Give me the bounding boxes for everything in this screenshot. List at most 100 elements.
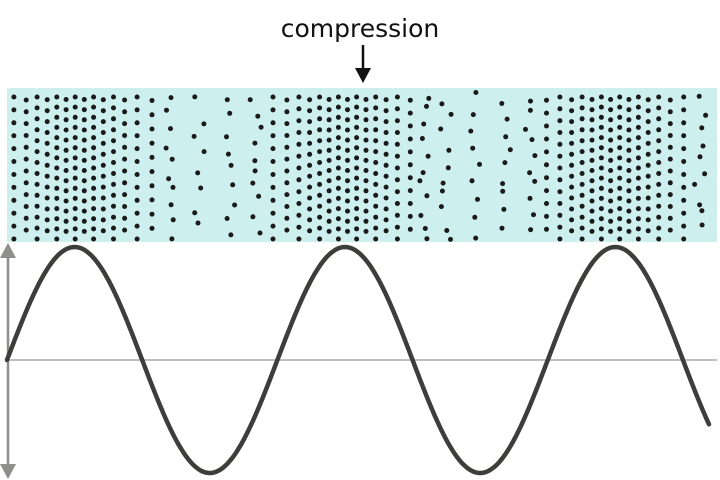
air-particle — [656, 171, 662, 176]
air-particle — [72, 145, 78, 151]
air-particle — [270, 133, 276, 139]
air-particle — [345, 168, 350, 173]
air-particle — [626, 228, 632, 234]
air-particle — [149, 211, 155, 217]
air-particle — [681, 107, 687, 113]
air-particle — [667, 156, 673, 162]
air-particle — [111, 181, 116, 187]
air-particle — [667, 133, 673, 138]
air-particle — [617, 145, 623, 151]
air-particle — [81, 117, 87, 123]
air-particle — [227, 110, 233, 116]
air-particle — [54, 104, 60, 110]
air-particle — [100, 97, 106, 103]
air-particle — [557, 165, 563, 171]
air-particle — [72, 195, 78, 201]
air-particle — [149, 169, 155, 175]
air-particle — [589, 228, 595, 234]
air-particle — [164, 107, 169, 113]
air-particle — [617, 94, 623, 100]
air-particle — [335, 185, 341, 191]
air-particle — [544, 149, 549, 155]
air-particle — [504, 116, 510, 122]
air-particle — [383, 162, 389, 168]
air-particle — [589, 147, 595, 153]
air-particle — [91, 195, 97, 201]
air-particle — [383, 119, 389, 125]
air-particle — [122, 144, 128, 150]
air-particle — [169, 236, 175, 242]
air-particle — [501, 206, 507, 212]
air-particle — [100, 151, 106, 157]
air-particle — [23, 121, 29, 127]
air-particle — [170, 184, 176, 190]
air-particle — [421, 121, 427, 127]
air-particle — [667, 204, 673, 209]
air-particle — [667, 227, 673, 233]
air-particle — [598, 94, 604, 100]
air-particle — [557, 153, 563, 159]
air-particle — [111, 214, 116, 220]
air-particle — [168, 126, 173, 132]
air-particle — [54, 236, 60, 242]
air-particle — [626, 188, 632, 194]
air-particle — [163, 145, 169, 151]
air-particle — [296, 141, 302, 147]
air-particle — [373, 225, 379, 231]
air-particle — [284, 180, 290, 186]
air-particle — [373, 116, 379, 122]
air-particle — [656, 138, 662, 144]
air-particle — [11, 184, 17, 190]
air-particle — [335, 206, 341, 212]
air-particle — [407, 110, 413, 116]
air-particle — [23, 227, 29, 233]
air-particle — [326, 147, 332, 153]
air-particle — [100, 173, 106, 179]
air-particle — [44, 97, 50, 103]
air-particle — [383, 97, 389, 103]
air-particle — [544, 188, 549, 194]
air-particle — [681, 184, 687, 190]
air-particle — [598, 195, 604, 201]
air-particle — [326, 198, 332, 204]
air-particle — [317, 214, 323, 220]
air-particle — [317, 149, 323, 155]
air-particle — [134, 236, 140, 242]
air-particle — [134, 120, 140, 126]
air-particle — [270, 120, 276, 126]
air-particle — [626, 157, 632, 163]
air-particle — [317, 127, 323, 133]
air-particle — [656, 181, 662, 187]
air-particle — [270, 223, 276, 229]
air-particle — [589, 127, 595, 133]
air-particle — [307, 97, 313, 103]
air-particle — [589, 208, 595, 214]
air-particle — [256, 193, 262, 199]
air-particle — [608, 137, 614, 143]
air-particle — [11, 94, 17, 100]
air-particle — [72, 114, 78, 120]
air-particle — [63, 97, 69, 102]
air-particle — [100, 217, 106, 223]
air-particle — [100, 228, 106, 234]
air-particle — [439, 188, 445, 194]
air-particle — [608, 218, 614, 224]
air-particle — [626, 168, 632, 173]
air-particle — [44, 108, 50, 114]
air-particle — [394, 165, 400, 171]
air-particle — [54, 145, 60, 151]
air-particle — [91, 104, 97, 110]
air-particle — [224, 134, 229, 140]
air-particle — [394, 94, 400, 100]
air-particle — [54, 114, 60, 120]
air-particle — [44, 151, 50, 157]
air-particle — [569, 130, 575, 135]
air-particle — [363, 228, 369, 234]
air-particle — [608, 147, 614, 153]
air-particle — [284, 109, 290, 115]
air-particle — [608, 127, 614, 133]
air-particle — [557, 224, 563, 230]
air-particle — [373, 160, 379, 165]
air-particle — [63, 208, 69, 214]
air-particle — [296, 165, 302, 171]
